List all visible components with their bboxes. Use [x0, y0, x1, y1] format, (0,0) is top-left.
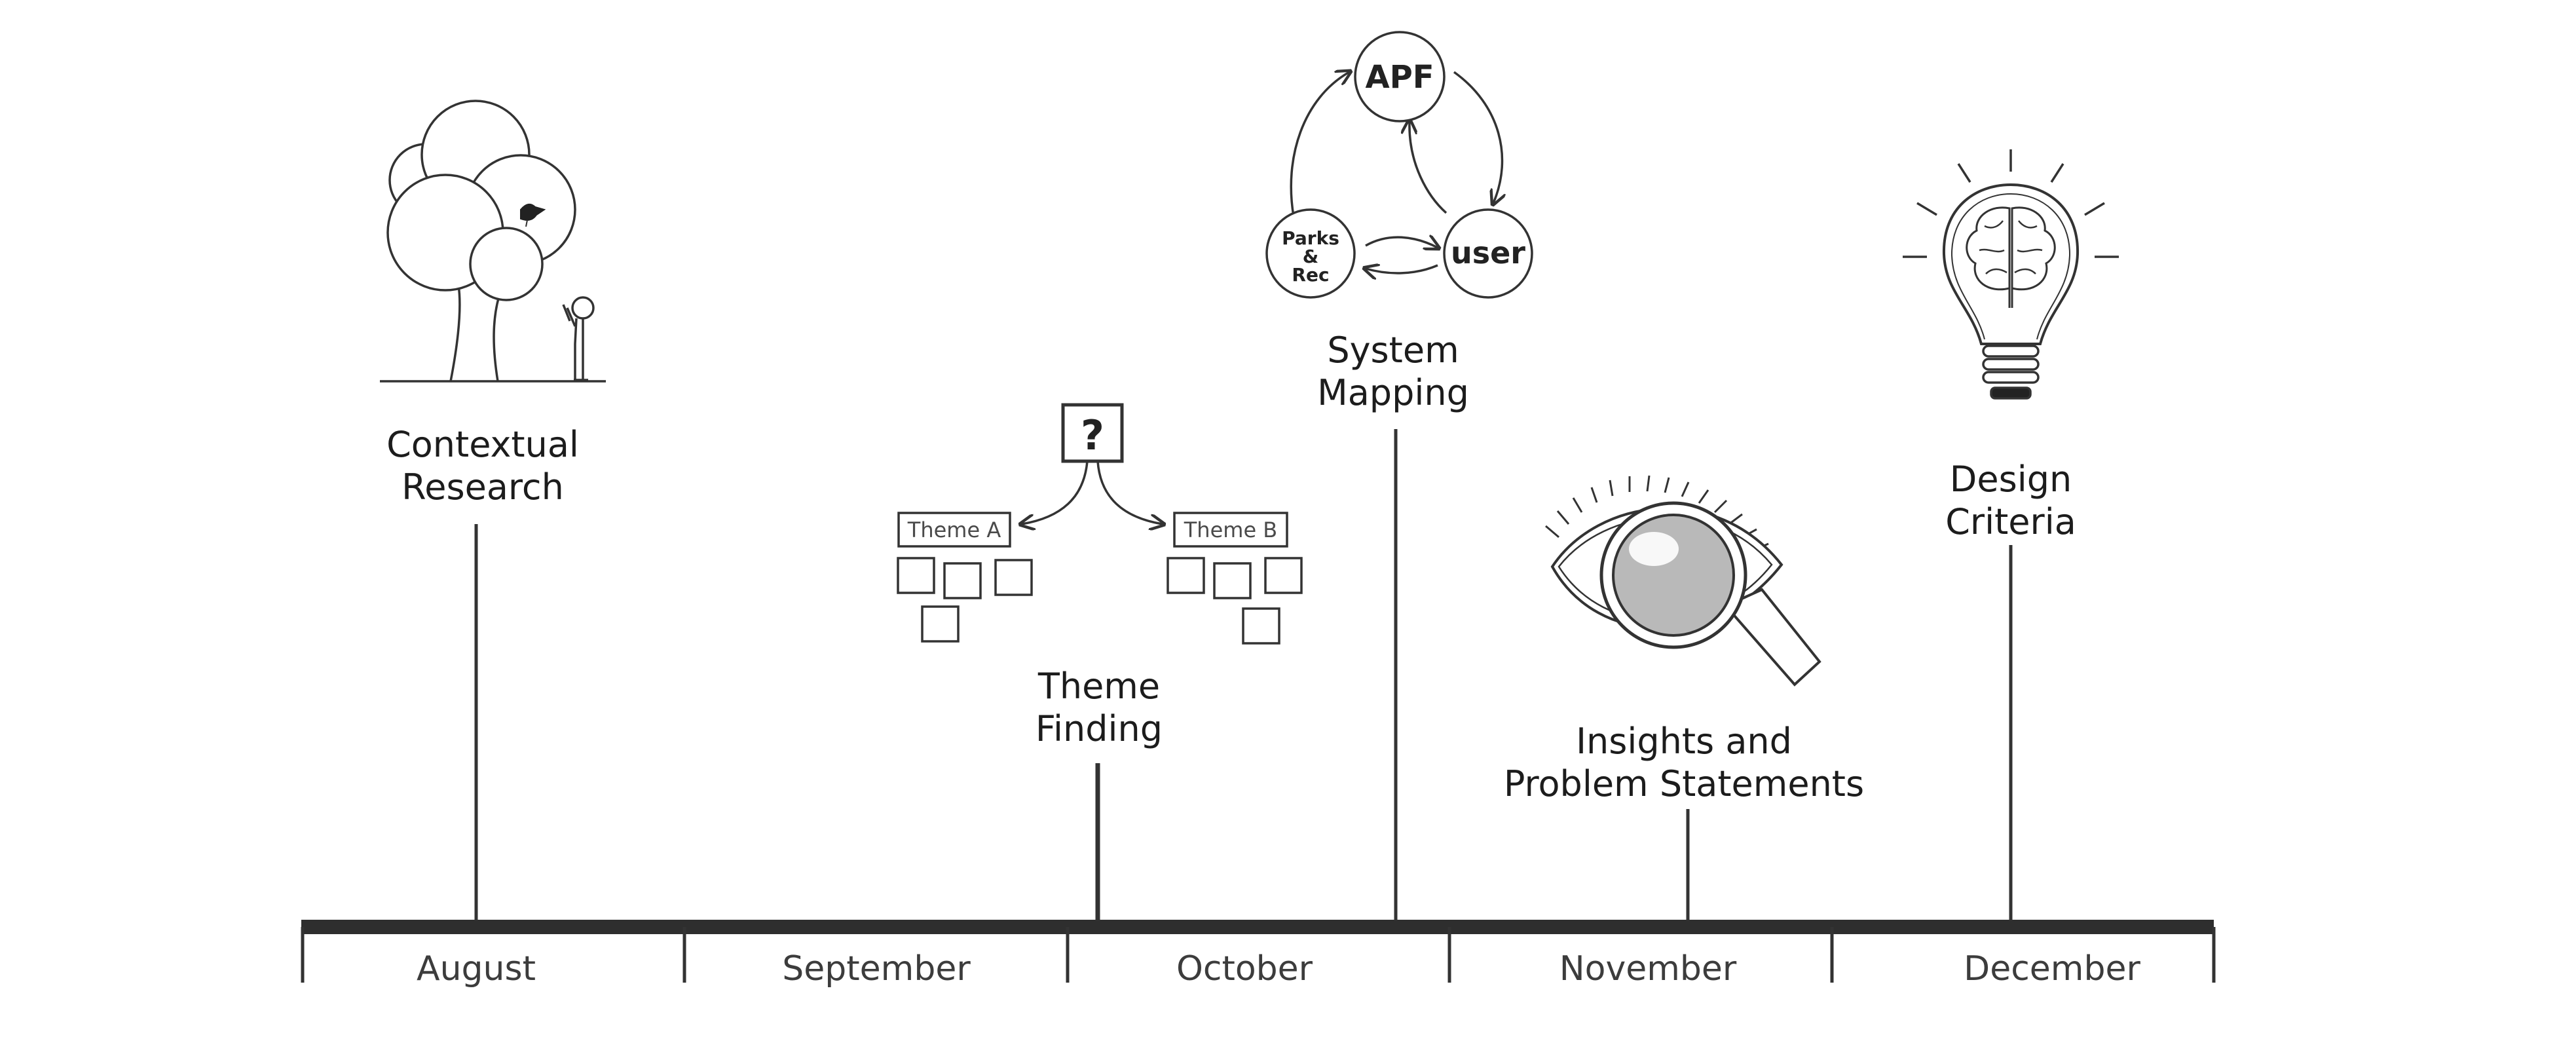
milestone-label-system-mapping-2: Mapping: [1317, 372, 1469, 413]
eye-magnifier-icon: [1545, 475, 1821, 687]
milestone-label-insights-2: Problem Statements: [1504, 763, 1864, 804]
node-parks-line-2: &: [1303, 246, 1318, 267]
node-user: user: [1451, 235, 1525, 271]
theme-b-label: Theme B: [1184, 518, 1278, 542]
theme-a-label: Theme A: [907, 518, 1001, 542]
month-dividers: [301, 927, 2216, 983]
month-label-november: November: [1559, 949, 1737, 989]
milestone-label-theme-finding-2: Finding: [1036, 708, 1163, 749]
milestone-label-system-mapping-1: System: [1327, 330, 1459, 371]
node-apf: APF: [1365, 59, 1434, 96]
milestone-label-contextual-research-1: Contextual: [386, 424, 579, 465]
month-label-october: October: [1176, 949, 1313, 989]
milestone-label-design-criteria-1: Design: [1950, 459, 2072, 500]
month-label-december: December: [1964, 949, 2140, 989]
month-label-september: September: [782, 949, 971, 989]
node-parks-line-3: Rec: [1292, 264, 1329, 286]
milestone-label-insights-1: Insights and: [1576, 721, 1792, 762]
month-label-august: August: [417, 949, 536, 989]
question-mark: ?: [1081, 411, 1104, 459]
node-parks-line-1: Parks: [1282, 227, 1339, 249]
system-cycle-icon: APF user Parks & Rec: [1265, 31, 1533, 299]
lightbulb-brain-icon: [1903, 149, 2119, 400]
theme-sorting-icon: ? Theme A Theme B: [897, 403, 1303, 645]
timeline-axis: [301, 920, 2214, 934]
tree-and-person-icon: [380, 100, 606, 383]
milestone-label-theme-finding-1: Theme: [1037, 666, 1160, 707]
milestone-label-design-criteria-2: Criteria: [1945, 501, 2076, 542]
milestone-label-contextual-research-2: Research: [401, 466, 564, 508]
